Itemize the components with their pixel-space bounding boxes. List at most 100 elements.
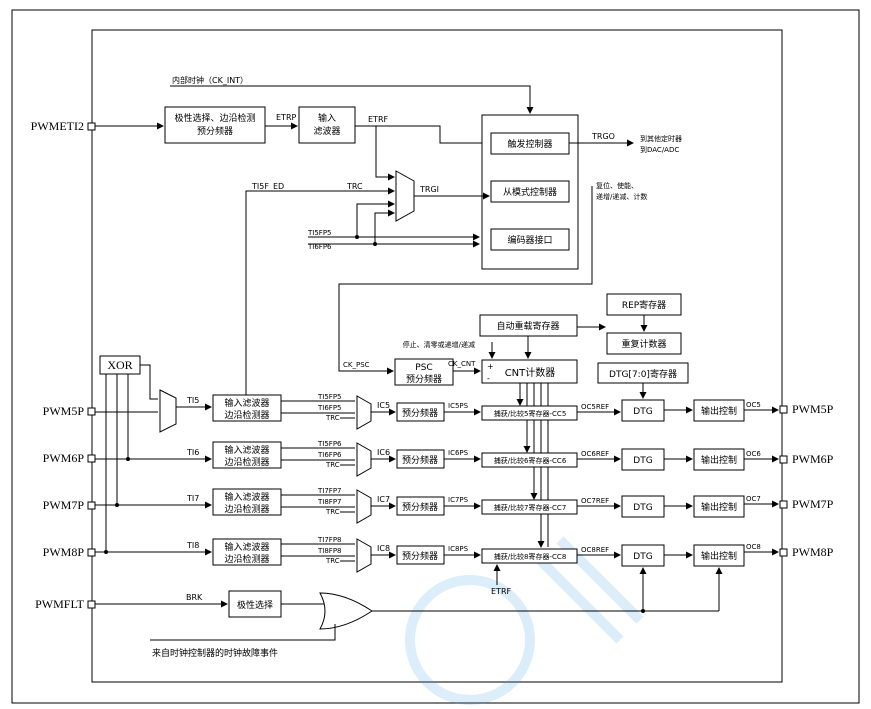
- etrp-label: ETRP: [276, 113, 297, 122]
- svg-text:TI5: TI5: [186, 396, 199, 405]
- pin-pwmeti2: PWMETI2: [31, 119, 84, 133]
- svg-text:边沿检测器: 边沿检测器: [224, 553, 269, 565]
- ti5fp5-top-label: TI5FP5: [307, 229, 332, 237]
- svg-text:复位、使能、: 复位、使能、: [596, 181, 638, 190]
- internal-clock-label: 内部时钟（CK_INT）: [172, 75, 248, 85]
- svg-text:OC8: OC8: [746, 543, 761, 551]
- svg-text:预分频器: 预分频器: [406, 373, 442, 385]
- channel-6: TI6 输入滤波器 边沿检测器 TI5FP6 TI6FP6 TRC IC6 预分…: [95, 440, 779, 477]
- svg-text:预分频器: 预分频器: [402, 550, 438, 562]
- svg-text:TI6FP5: TI6FP5: [317, 404, 342, 412]
- etr-polarity-prescaler: [164, 106, 266, 144]
- svg-text:DTG: DTG: [633, 503, 652, 513]
- pin-pwmflt: PWMFLT: [35, 597, 85, 611]
- svg-text:PSC: PSC: [415, 363, 432, 373]
- etr-input-filter: [298, 106, 356, 144]
- channel-8: TI8 输入滤波器 边沿检测器 TI7FP8 TI8FP8 TRC IC8 预分…: [95, 536, 779, 573]
- svg-text:自动重载寄存器: 自动重载寄存器: [496, 320, 559, 332]
- svg-text:捕获/比较6寄存器-CC6: 捕获/比较6寄存器-CC6: [494, 456, 567, 465]
- pin-pwm7p-out: PWM7P: [792, 497, 834, 511]
- svg-text:边沿检测器: 边沿检测器: [224, 456, 269, 468]
- svg-text:+: +: [487, 362, 494, 371]
- brk-label: BRK: [186, 593, 203, 602]
- svg-text:TRC: TRC: [325, 557, 340, 565]
- trgi-mux: [395, 170, 415, 222]
- svg-text:IC6PS: IC6PS: [448, 449, 469, 457]
- ck-psc-label: CK_PSC: [343, 361, 370, 369]
- pin-pwm5p-out: PWM5P: [792, 402, 834, 416]
- svg-text:预分频器: 预分频器: [402, 407, 438, 419]
- trc-top-label: TRC: [346, 182, 363, 191]
- svg-text:OC6REF: OC6REF: [581, 450, 609, 458]
- svg-text:输出控制: 输出控制: [701, 454, 737, 466]
- svg-text:捕获/比较8寄存器-CC8: 捕获/比较8寄存器-CC8: [494, 552, 567, 561]
- svg-text:TI8FP7: TI8FP7: [317, 498, 342, 506]
- svg-text:TI7: TI7: [186, 494, 199, 503]
- slave-mode-controller: [490, 180, 570, 203]
- svg-text:从模式控制器: 从模式控制器: [503, 186, 557, 198]
- svg-text:-: -: [487, 374, 490, 383]
- channel-7: TI7 输入滤波器 边沿检测器 TI7FP7 TI8FP7 TRC IC7 预分…: [95, 487, 779, 524]
- svg-text:捕获/比较5寄存器-CC5: 捕获/比较5寄存器-CC5: [494, 409, 567, 418]
- svg-text:输入: 输入: [318, 112, 336, 124]
- svg-text:IC5PS: IC5PS: [448, 402, 469, 410]
- svg-text:OC5: OC5: [746, 401, 761, 409]
- trgi-label: TRGI: [419, 185, 439, 194]
- svg-text:TI8FP8: TI8FP8: [317, 547, 342, 555]
- svg-text:OC7REF: OC7REF: [581, 497, 609, 505]
- svg-text:IC8: IC8: [377, 544, 390, 553]
- svg-text:OC6: OC6: [746, 450, 761, 458]
- clock-fault-label: 来自时钟控制器的时钟故障事件: [152, 647, 278, 659]
- svg-text:递增/递减、计数: 递增/递减、计数: [596, 192, 647, 201]
- svg-text:极性选择、边沿检测: 极性选择、边沿检测: [174, 112, 255, 124]
- svg-text:到其他定时器: 到其他定时器: [640, 134, 682, 143]
- channel-5: TI5 输入滤波器 边沿检测器 TI5FP5 TI6FP5 TRC IC5 预分…: [95, 389, 779, 433]
- svg-text:IC8PS: IC8PS: [448, 545, 469, 553]
- svg-text:TI6FP6: TI6FP6: [317, 451, 342, 459]
- pin-pwm8p-out: PWM8P: [792, 545, 834, 559]
- svg-text:滤波器: 滤波器: [313, 125, 340, 137]
- svg-text:DTG: DTG: [633, 407, 652, 417]
- pin-pwm7p-in: PWM7P: [43, 498, 85, 512]
- repetition-counter: [606, 332, 682, 355]
- svg-text:边沿检测器: 边沿检测器: [224, 409, 269, 421]
- svg-text:触发控制器: 触发控制器: [507, 138, 552, 150]
- svg-text:REP寄存器: REP寄存器: [622, 299, 666, 311]
- svg-text:输入滤波器: 输入滤波器: [224, 491, 269, 503]
- svg-text:OC8REF: OC8REF: [581, 546, 609, 554]
- svg-text:输入滤波器: 输入滤波器: [224, 444, 269, 456]
- svg-text:极性选择: 极性选择: [237, 599, 273, 611]
- svg-text:重复计数器: 重复计数器: [621, 338, 666, 350]
- svg-text:XOR: XOR: [107, 358, 132, 372]
- pin-pwm6p-in: PWM6P: [43, 451, 85, 465]
- svg-text:TI8: TI8: [186, 541, 199, 550]
- svg-text:TRC: TRC: [325, 461, 340, 469]
- svg-text:IC7: IC7: [377, 495, 390, 504]
- svg-text:TI5FP6: TI5FP6: [317, 440, 342, 448]
- encoder-interface: [490, 228, 570, 251]
- stop-clear-label: 停止、清零或递增/递减: [403, 340, 475, 349]
- svg-text:TRC: TRC: [325, 508, 340, 516]
- ti5f-ed-label: TI5F_ED: [251, 182, 284, 191]
- etrf-cc8-label: ETRF: [491, 587, 512, 596]
- svg-text:输入滤波器: 输入滤波器: [224, 541, 269, 553]
- svg-text:到DAC/ADC: 到DAC/ADC: [640, 146, 679, 154]
- svg-text:DTG[7:0]寄存器: DTG[7:0]寄存器: [609, 368, 677, 380]
- trgo-label: TRGO: [591, 132, 615, 141]
- pin-pwm6p-out: PWM6P: [792, 452, 834, 466]
- svg-text:IC6: IC6: [377, 448, 390, 457]
- or-gate: [319, 592, 373, 630]
- psc-prescaler: [394, 358, 454, 386]
- svg-text:边沿检测器: 边沿检测器: [224, 503, 269, 515]
- svg-text:IC5: IC5: [377, 401, 390, 410]
- svg-text:DTG: DTG: [633, 552, 652, 562]
- svg-text:编码器接口: 编码器接口: [507, 234, 552, 246]
- pin-pwm8p-in: PWM8P: [43, 545, 85, 559]
- svg-text:CNT计数器: CNT计数器: [505, 366, 556, 379]
- svg-text:TI7FP7: TI7FP7: [317, 487, 342, 495]
- pin-pwm5p-in: PWM5P: [43, 404, 85, 418]
- svg-text:TI5FP5: TI5FP5: [317, 393, 342, 401]
- svg-text:OC7: OC7: [746, 495, 761, 503]
- svg-text:TI6: TI6: [186, 448, 199, 457]
- right-pins: PWM5P PWM6P PWM7P PWM8P: [779, 402, 834, 559]
